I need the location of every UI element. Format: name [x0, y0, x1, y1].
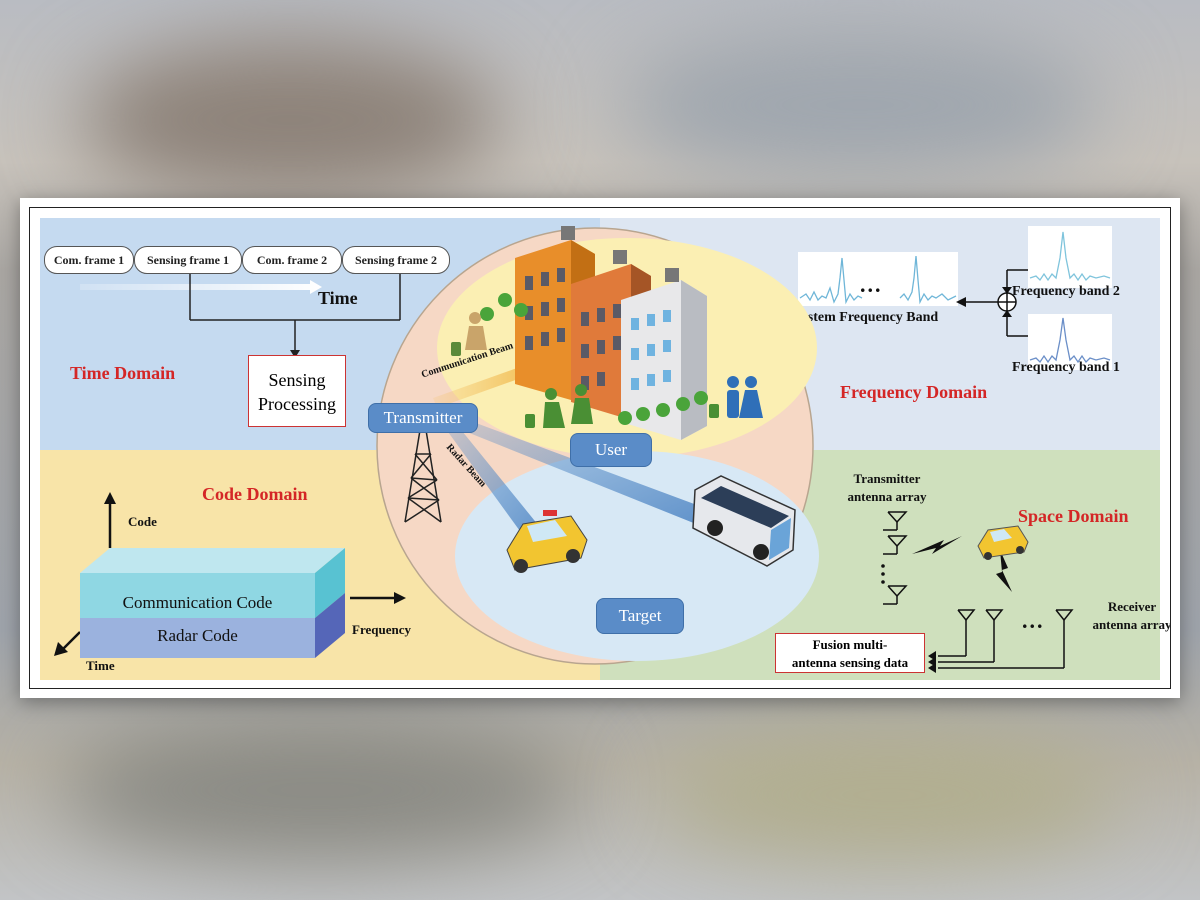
transmitter-antenna-array-label: Transmitter antenna array	[842, 470, 932, 506]
target-label: Target	[596, 598, 684, 634]
frequency-ellipsis: ...	[860, 272, 883, 297]
space-domain-graphics	[881, 511, 1074, 673]
frequency-axis-label: Frequency	[352, 622, 411, 637]
code-domain-title: Code Domain	[202, 484, 308, 504]
radar-beam-2	[437, 410, 715, 530]
receiver-antenna-array-label: Receiver antenna array	[1092, 598, 1171, 634]
trees-icon	[480, 293, 708, 425]
rx-array-line1: Receiver	[1107, 599, 1157, 614]
fusion-line2: antenna sensing data	[791, 655, 909, 670]
com-frame-2: Com. frame 2	[242, 246, 342, 274]
background-blur-shape	[80, 40, 500, 200]
tx-array-line1: Transmitter	[853, 471, 921, 486]
time-axis-label: Time	[318, 288, 358, 308]
tower-icon	[404, 423, 442, 523]
tx-array-line2: antenna array	[847, 489, 927, 504]
code-axis-label: Code	[128, 514, 157, 529]
communication-code-layer: Communication Code	[122, 593, 273, 612]
fusion-line1: Fusion multi-	[812, 637, 888, 652]
frequency-domain-title: Frequency Domain	[840, 382, 988, 402]
diagram-card: Com. frame 1 Sensing frame 1 Com. frame …	[20, 198, 1180, 698]
taxi-icon	[506, 510, 588, 573]
couple-people-icon	[709, 376, 763, 418]
user-people-icon	[525, 384, 593, 428]
sensing-frame-1: Sensing frame 1	[134, 246, 242, 274]
background-blur-shape	[60, 720, 580, 860]
code-domain-graphics	[54, 492, 406, 658]
radar-beam-1	[435, 410, 547, 548]
time-domain-title: Time Domain	[70, 363, 176, 383]
user-label: User	[570, 433, 652, 467]
elderly-people-icon	[451, 312, 487, 356]
sensing-processing-line1: Sensing	[268, 370, 326, 390]
sensing-processing-line2: Processing	[258, 394, 336, 414]
space-ellipsis: ...	[1022, 608, 1045, 633]
frequency-band-1-label: Frequency band 1	[1012, 360, 1120, 375]
fusion-data-box: Fusion multi- antenna sensing data	[775, 633, 925, 673]
rx-array-line2: antenna array	[1092, 617, 1171, 632]
diagram-frame: Com. frame 1 Sensing frame 1 Com. frame …	[29, 207, 1171, 689]
background-blur-shape	[620, 30, 1100, 180]
transmitter-label: Transmitter	[368, 403, 478, 433]
system-frequency-band-label: System Frequency Band	[793, 310, 939, 325]
center-scene-graphics	[376, 226, 819, 665]
time-domain-graphics	[80, 274, 401, 358]
space-car-icon	[977, 525, 1029, 560]
background-blur-shape	[660, 730, 1120, 860]
time-arrow	[80, 280, 322, 294]
frequency-domain-graphics	[798, 226, 1112, 370]
sensing-processing-box: Sensing Processing	[248, 355, 346, 427]
space-domain-title: Space Domain	[1018, 506, 1129, 526]
bus-icon	[692, 475, 796, 567]
com-frame-1: Com. frame 1	[44, 246, 134, 274]
sensing-frame-2: Sensing frame 2	[342, 246, 450, 274]
code-time-axis-label: Time	[86, 658, 115, 673]
radar-code-layer: Radar Code	[157, 626, 238, 645]
frequency-band-2-label: Frequency band 2	[1012, 284, 1120, 299]
